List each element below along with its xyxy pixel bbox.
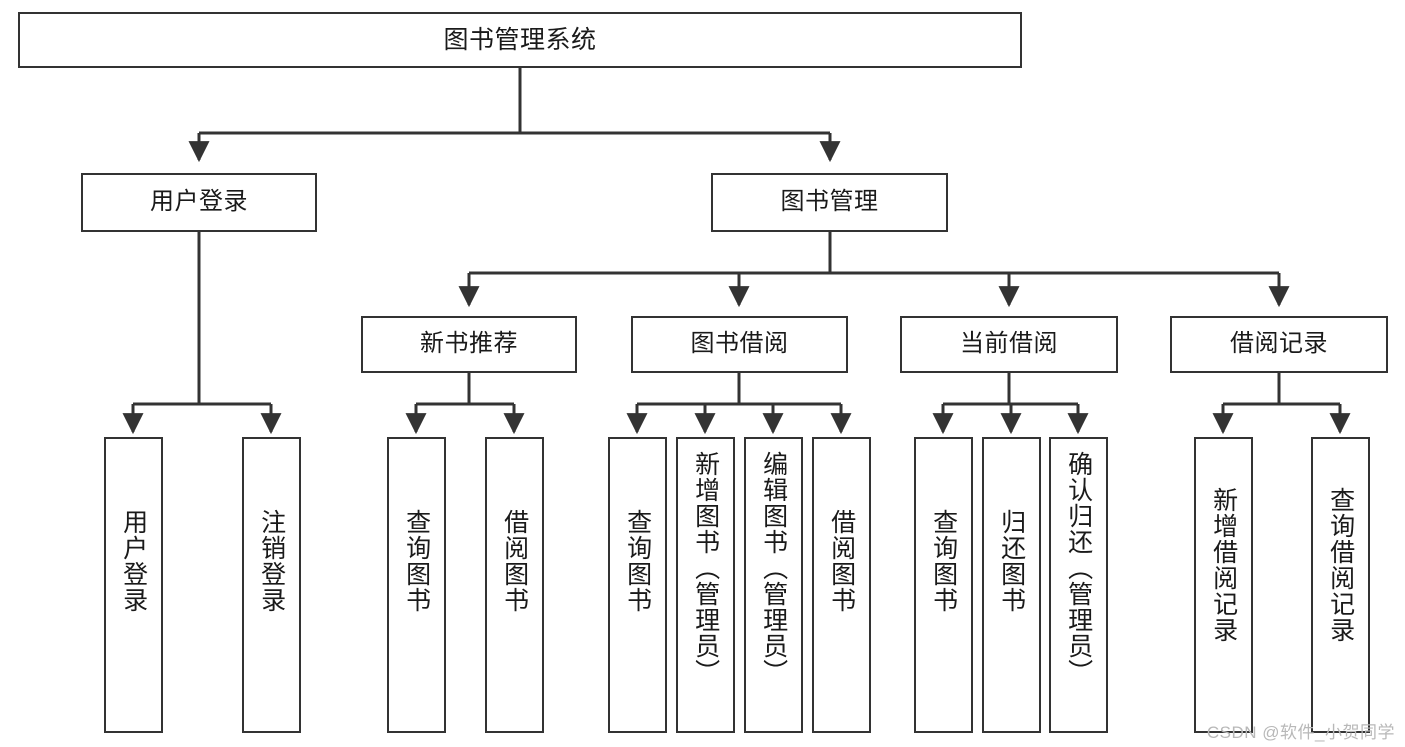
- leaf-query-borrow-record[interactable]: 查询借阅记录: [1311, 437, 1370, 733]
- node-book-borrow[interactable]: 图书借阅: [631, 316, 848, 373]
- node-root-system[interactable]: 图书管理系统: [18, 12, 1022, 68]
- node-label: 图书管理系统: [443, 26, 597, 54]
- node-label: 查询图书: [929, 509, 958, 613]
- leaf-borrow-book[interactable]: 借阅图书: [812, 437, 871, 733]
- node-label: 借阅图书: [500, 509, 529, 613]
- leaf-query-book-recommend[interactable]: 查询图书: [387, 437, 446, 733]
- node-label: 查询图书: [402, 509, 431, 613]
- node-label: 新增借阅记录: [1209, 487, 1238, 643]
- node-user-login[interactable]: 用户登录: [81, 173, 317, 232]
- node-label: 归还图书: [997, 509, 1026, 613]
- node-label: 图书管理: [780, 188, 879, 216]
- node-label: 当前借阅: [960, 330, 1058, 358]
- node-borrow-record[interactable]: 借阅记录: [1170, 316, 1388, 373]
- node-label: 新增图书（管理员）: [691, 451, 720, 685]
- node-label: 注销登录: [257, 509, 286, 613]
- csdn-watermark: CSDN @软件_小贺同学: [1206, 723, 1395, 742]
- leaf-borrow-book-recommend[interactable]: 借阅图书: [485, 437, 544, 733]
- node-label: 用户登录: [119, 509, 148, 613]
- node-label: 查询借阅记录: [1326, 487, 1355, 643]
- node-label: 借阅图书: [827, 509, 856, 613]
- node-label: 编辑图书（管理员）: [759, 451, 788, 685]
- node-book-management[interactable]: 图书管理: [711, 173, 948, 232]
- node-label: 用户登录: [150, 188, 248, 216]
- node-label: 借阅记录: [1230, 330, 1328, 358]
- node-new-book-recommend[interactable]: 新书推荐: [361, 316, 577, 373]
- leaf-return-book[interactable]: 归还图书: [982, 437, 1041, 733]
- node-label: 确认归还（管理员）: [1064, 451, 1093, 685]
- leaf-query-book-borrow[interactable]: 查询图书: [608, 437, 667, 733]
- leaf-add-borrow-record[interactable]: 新增借阅记录: [1194, 437, 1253, 733]
- node-label: 图书借阅: [690, 330, 789, 358]
- leaf-add-book-admin[interactable]: 新增图书（管理员）: [676, 437, 735, 733]
- leaf-query-book-current[interactable]: 查询图书: [914, 437, 973, 733]
- node-label: 查询图书: [623, 509, 652, 613]
- leaf-confirm-return-admin[interactable]: 确认归还（管理员）: [1049, 437, 1108, 733]
- leaf-user-login[interactable]: 用户登录: [104, 437, 163, 733]
- leaf-edit-book-admin[interactable]: 编辑图书（管理员）: [744, 437, 803, 733]
- node-current-borrow[interactable]: 当前借阅: [900, 316, 1118, 373]
- node-label: 新书推荐: [420, 330, 518, 358]
- leaf-logout-login[interactable]: 注销登录: [242, 437, 301, 733]
